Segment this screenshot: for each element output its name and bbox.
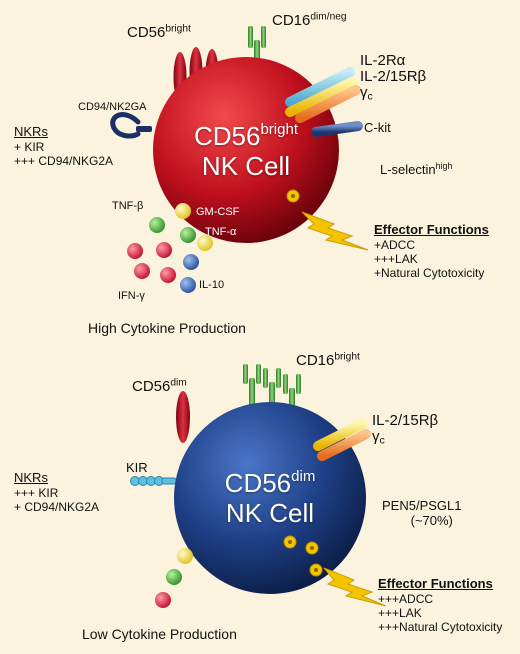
nkrs-block-bottom: NKRs +++ KIR + CD94/NKG2A — [14, 470, 99, 514]
effector-item: +++Natural Cytotoxicity — [378, 620, 503, 634]
il2ra-label: IL-2Rα — [360, 52, 406, 69]
effector-item: +ADCC — [374, 238, 416, 252]
tnfb-label: TNF-β — [112, 200, 144, 212]
tnfa-label: TNF-α — [205, 226, 237, 238]
il2-receptor-bottom — [313, 419, 371, 461]
ifng-label: IFN-γ — [118, 290, 145, 302]
nkrs-title-bottom: NKRs — [14, 470, 48, 485]
effector-item: +Natural Cytotoxicity — [374, 266, 485, 280]
nkrs-item: +++ KIR — [14, 486, 59, 500]
cytokines-bottom — [155, 548, 193, 608]
effector-block-top: Effector Functions +ADCC +++LAK +Natural… — [374, 222, 489, 280]
nkrs-title-top: NKRs — [14, 124, 48, 139]
gammac-label: γc — [360, 84, 373, 103]
caption-bottom: Low Cytokine Production — [82, 626, 237, 642]
bottom-cell-title: CD56dim NK Cell — [224, 468, 316, 528]
ckit-label: C-kit — [364, 120, 391, 135]
nkrs-item: + KIR — [14, 140, 45, 154]
cd16-dim-label: CD16dim/neg — [272, 11, 347, 29]
granule-top — [286, 189, 300, 203]
gmcsf-label: GM-CSF — [196, 206, 240, 218]
cd94-label: CD94/NK2GA — [78, 101, 147, 113]
caption-top: High Cytokine Production — [88, 320, 246, 336]
il2-receptor-top — [285, 67, 361, 123]
gammac-label-bottom: γc — [372, 428, 385, 447]
granules-bottom — [283, 535, 323, 577]
effector-title-bottom: Effector Functions — [378, 576, 493, 591]
lightning-bolt-icon-bottom — [323, 567, 387, 607]
pen5-label: PEN5/PSGL1 (~70%) — [382, 498, 462, 528]
top-cell-title: CD56bright NK Cell — [193, 121, 298, 181]
nkrs-item: +++ CD94/NKG2A — [14, 154, 114, 168]
effector-title-top: Effector Functions — [374, 222, 489, 237]
cytokines-top — [127, 203, 213, 293]
effector-item: +++LAK — [378, 606, 422, 620]
cd56-dim-label: CD56dim — [132, 377, 187, 395]
effector-item: +++ADCC — [378, 592, 434, 606]
effector-item: +++LAK — [374, 252, 418, 266]
il215-label: IL-2/15Rβ — [360, 68, 427, 85]
lightning-bolt-icon-top — [301, 211, 369, 251]
lselectin-label: L-selectinhigh — [380, 161, 453, 177]
effector-block-bottom: Effector Functions +++ADCC +++LAK +++Nat… — [378, 576, 502, 634]
kir-receptor-bottom — [130, 476, 177, 486]
nkrs-item: + CD94/NKG2A — [14, 500, 100, 514]
cd16-bright-label: CD16bright — [296, 351, 360, 369]
cd56-receptor-bottom — [176, 391, 190, 443]
ckit-receptor — [311, 121, 363, 137]
nkrs-block-top: NKRs + KIR +++ CD94/NKG2A — [14, 124, 113, 168]
il10-label: IL-10 — [199, 279, 225, 291]
cd94-receptor-top — [110, 112, 152, 139]
il215-label-bottom: IL-2/15Rβ — [372, 412, 439, 429]
cd56-bright-label: CD56bright — [127, 23, 191, 41]
kir-label: KIR — [126, 460, 148, 475]
